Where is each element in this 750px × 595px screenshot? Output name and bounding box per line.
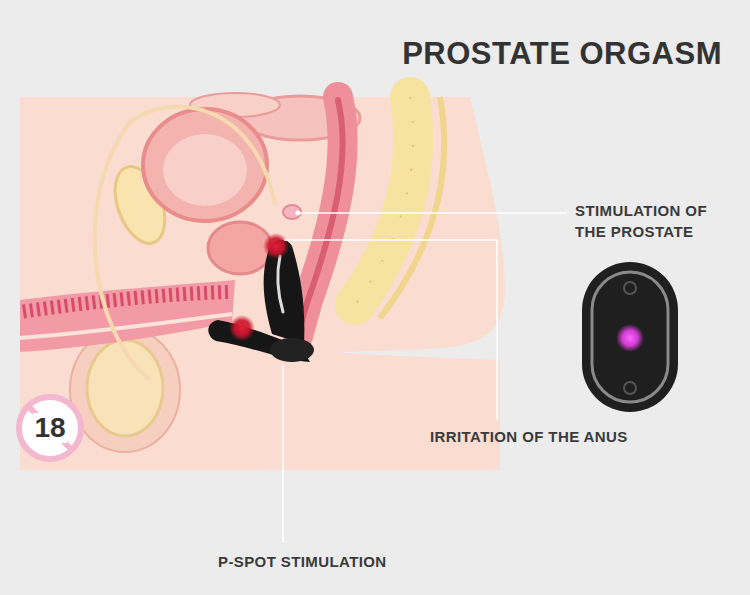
- p-spot-callout: P-SPOT STIMULATION: [218, 551, 387, 572]
- bladder: [143, 109, 267, 221]
- corpus-cavernosum: [20, 292, 228, 312]
- leader-line: [284, 240, 497, 420]
- scrotum: [70, 328, 180, 452]
- massager-highlight: [278, 256, 283, 312]
- age-badge-node: 18: [25, 403, 75, 453]
- remote-icon: [624, 382, 636, 394]
- remote-ring: [592, 272, 668, 402]
- sacrum: [355, 97, 413, 305]
- stimulation-point: [263, 233, 289, 259]
- urethra: [20, 314, 232, 338]
- bladder-inner: [163, 134, 247, 206]
- rectum-lumen: [298, 100, 343, 334]
- rectum: [298, 97, 343, 336]
- age-slash: [28, 406, 72, 450]
- leader-line: [282, 365, 284, 543]
- prostate-callout: STIMULATION OF THE PROSTATE: [575, 200, 735, 242]
- stimulation-point: [229, 315, 255, 341]
- remote-light: [616, 324, 644, 352]
- remote-body: [582, 262, 678, 412]
- massager-base: [270, 338, 314, 362]
- age-badge: [19, 397, 81, 459]
- sacrum-joints: [355, 97, 413, 305]
- sacrum-edge: [380, 97, 444, 318]
- leader-line: [298, 212, 567, 214]
- penis: [20, 280, 235, 352]
- seminal-vesicle: [283, 205, 301, 219]
- badge-number: 18: [33, 413, 66, 443]
- anus-callout: IRRITATION OF THE ANUS: [430, 426, 628, 447]
- remote-icon: [624, 282, 636, 294]
- prostate: [208, 222, 272, 274]
- vas-deferens: [95, 107, 275, 380]
- diagram-title: PROSTATE ORGASM: [402, 36, 722, 72]
- body-outline: [20, 97, 505, 470]
